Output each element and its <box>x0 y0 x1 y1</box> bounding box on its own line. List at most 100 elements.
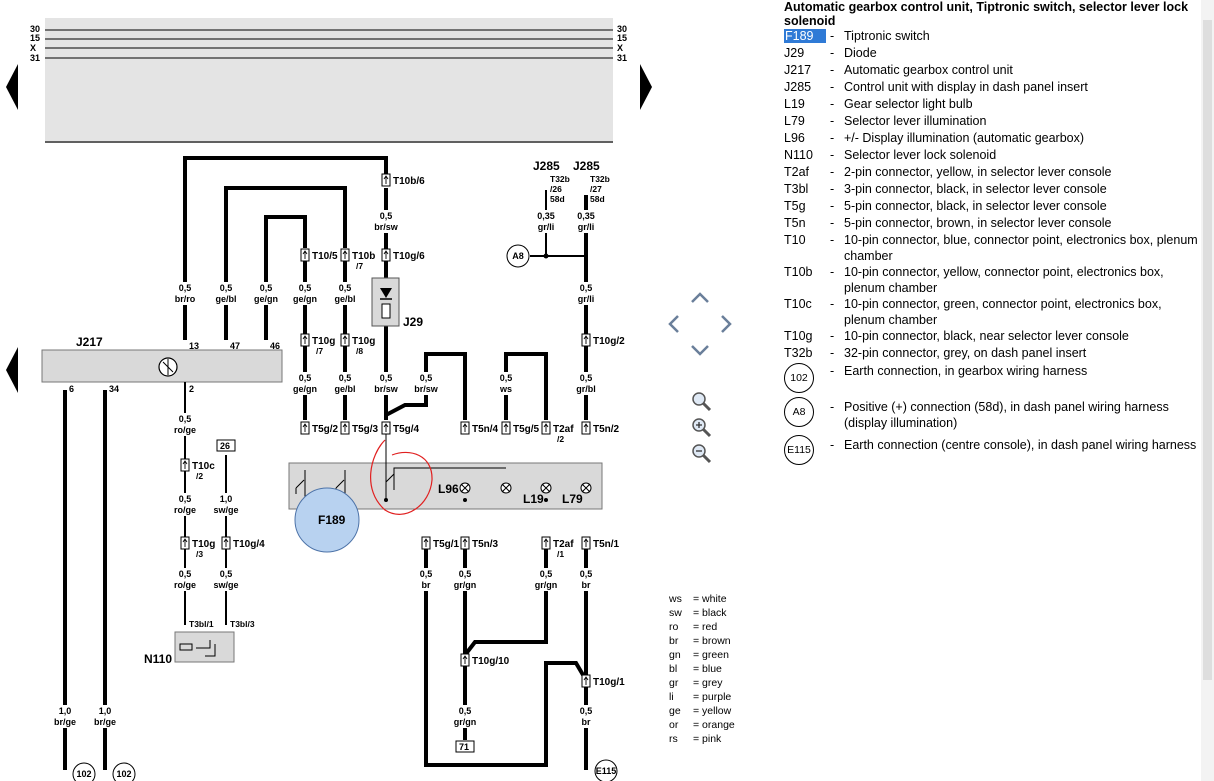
legend-scrollbar[interactable] <box>1201 0 1214 781</box>
color-key-abbr: li <box>669 691 674 703</box>
reference-box <box>216 439 236 452</box>
pan-right-icon[interactable] <box>720 314 732 334</box>
n110-solenoid <box>174 631 235 663</box>
legend-item-code: T5g <box>784 199 806 213</box>
legend-item-dash: - <box>830 329 835 343</box>
wire-label-bg <box>330 372 360 395</box>
zoom-fit-icon[interactable] <box>690 390 712 412</box>
legend-item-code: T5n <box>784 216 806 230</box>
pin-6: 6 <box>69 384 74 394</box>
zoom-in-icon[interactable] <box>690 416 712 438</box>
pan-up-icon[interactable] <box>690 292 710 304</box>
connector-label: /1 <box>557 549 564 559</box>
legend-item-desc: +/- Display illumination (automatic gear… <box>844 131 1085 145</box>
lamps <box>459 482 592 494</box>
wire-color-label: ge/gn <box>293 384 317 394</box>
legend-item-dash: - <box>830 29 835 43</box>
color-key-abbr: ge <box>669 705 681 717</box>
legend-circle-symbol: A8 <box>784 397 814 427</box>
color-key-meaning: = red <box>693 621 718 633</box>
color-key-row: rs= pink <box>669 732 735 746</box>
legend-item[interactable]: T10g-10-pin connector, black, near selec… <box>784 328 1214 345</box>
earth-point <box>112 762 136 781</box>
connector-pin-arrow <box>543 538 549 547</box>
legend-item[interactable]: J29-Diode <box>784 45 1214 62</box>
legend-item[interactable]: T10c-10-pin connector, green, connector … <box>784 296 1214 328</box>
diagram-prev-arrow-top[interactable] <box>4 64 20 110</box>
legend-item[interactable]: F189-Tiptronic switch <box>784 28 1214 45</box>
j217-label: J217 <box>76 335 103 349</box>
diagram-next-arrow-top[interactable] <box>638 64 654 110</box>
wire-size-label: 0,5 <box>179 569 192 579</box>
j29-diode: J29 <box>371 277 423 329</box>
legend-item[interactable]: L79-Selector lever illumination <box>784 113 1214 130</box>
connector-label: T10g/4 <box>233 539 265 550</box>
legend-item-code: J285 <box>784 80 812 94</box>
legend-title: Automatic gearbox control unit, Tiptroni… <box>784 0 1189 28</box>
color-key-meaning: = white <box>693 593 727 605</box>
wire-label-bg <box>371 210 401 233</box>
connector-label: T10c <box>192 461 215 472</box>
legend-item-dash: - <box>830 182 835 196</box>
legend-item-desc: Control unit with display in dash panel … <box>844 80 1088 94</box>
connector-label: /3 <box>196 549 203 559</box>
diagram-prev-arrow-mid[interactable] <box>4 347 20 393</box>
color-key-meaning: = purple <box>693 691 732 703</box>
connector-label: T5n/2 <box>593 424 620 435</box>
legend-item-code: L96 <box>784 131 805 145</box>
legend-item[interactable]: T32b-32-pin connector, grey, on dash pan… <box>784 345 1214 362</box>
wire-size-label: 0,5 <box>380 211 393 221</box>
legend-item[interactable]: T10-10-pin connector, blue, connector po… <box>784 232 1214 264</box>
legend-item-code: J217 <box>784 63 812 77</box>
legend-item[interactable]: T10b-10-pin connector, yellow, connector… <box>784 264 1214 296</box>
legend-item[interactable]: T5g-5-pin connector, black, in selector … <box>784 198 1214 215</box>
pan-left-icon[interactable] <box>668 314 680 334</box>
legend-item-code: T10 <box>784 233 806 247</box>
wire-size-label: 0,5 <box>540 569 553 579</box>
earth-point-label: 102 <box>116 769 131 779</box>
legend-item[interactable]: J285-Control unit with display in dash p… <box>784 79 1214 96</box>
connector-label: T5g/4 <box>393 424 420 435</box>
legend-item-code: T2af <box>784 165 810 179</box>
connector-pin-arrow <box>383 175 389 184</box>
connector-label: /8 <box>356 346 363 356</box>
legend-circle-item[interactable]: A8-Positive (+) connection (58d), in das… <box>784 397 1214 431</box>
pan-down-icon[interactable] <box>690 344 710 356</box>
legend-item[interactable]: J217-Automatic gearbox control unit <box>784 62 1214 79</box>
color-key-abbr: or <box>669 719 679 731</box>
legend-circle-item[interactable]: 102-Earth connection, in gearbox wiring … <box>784 363 1214 393</box>
color-key-abbr: br <box>669 635 679 647</box>
wire-label-bg <box>571 210 601 233</box>
legend-item[interactable]: T3bl-3-pin connector, black, in selector… <box>784 181 1214 198</box>
connector-label: T10b/6 <box>393 176 425 187</box>
color-key-row: sw= black <box>669 606 735 620</box>
zoom-out-icon[interactable] <box>690 442 712 464</box>
legend-item[interactable]: L19-Gear selector light bulb <box>784 96 1214 113</box>
legend-item[interactable]: N110-Selector lever lock solenoid <box>784 147 1214 164</box>
wire-color-label: br/ro <box>175 294 196 304</box>
connector-pin-arrow <box>223 538 229 547</box>
legend-circle-item[interactable]: E115-Earth connection (centre console), … <box>784 435 1214 465</box>
legend-item-code: T32b <box>784 346 813 360</box>
connector-pin-arrow <box>302 423 308 432</box>
legend-item[interactable]: T2af-2-pin connector, yellow, in selecto… <box>784 164 1214 181</box>
reference-box-label: 26 <box>220 441 230 451</box>
legend-item-desc: Automatic gearbox control unit <box>844 63 1013 77</box>
wire-label-bg <box>371 372 401 395</box>
scrollbar-thumb[interactable] <box>1203 20 1212 680</box>
color-key-abbr: gn <box>669 649 681 661</box>
connector-label: T10g <box>352 336 375 347</box>
rail-label-30-right: 30 <box>617 24 627 34</box>
f189-highlight[interactable] <box>294 487 360 553</box>
wire-color-label: br <box>582 717 591 727</box>
legend-circle-symbol: E115 <box>784 435 814 465</box>
connector-pin-arrow <box>462 538 468 547</box>
legend-item-code: L19 <box>784 97 805 111</box>
wire-size-label: 0,35 <box>537 211 555 221</box>
legend-item-desc: Tiptronic switch <box>844 29 930 43</box>
legend-item[interactable]: T5n-5-pin connector, brown, in selector … <box>784 215 1214 232</box>
legend-item[interactable]: L96-+/- Display illumination (automatic … <box>784 130 1214 147</box>
wire-size-label: 0,5 <box>500 373 513 383</box>
earth-point-label: 102 <box>76 769 91 779</box>
legend-item-dash: - <box>830 265 835 279</box>
